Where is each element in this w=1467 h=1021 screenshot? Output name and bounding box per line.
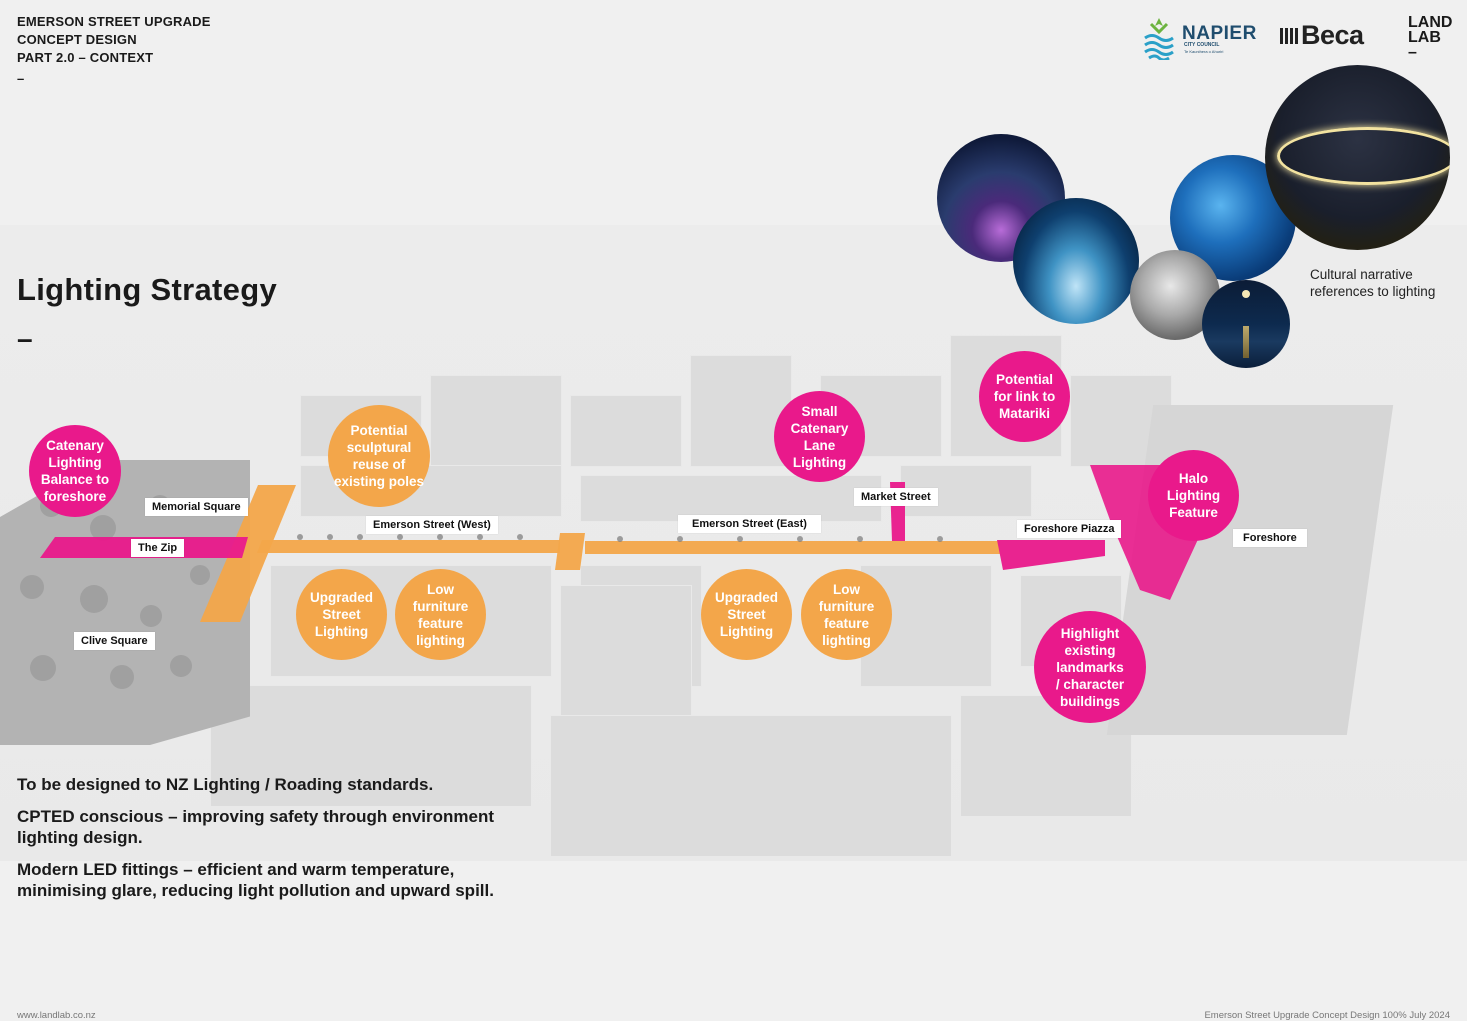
header-design-stage: CONCEPT DESIGN	[17, 32, 137, 47]
landlab-logo: LAND LAB –	[1408, 14, 1453, 61]
label-foreshore-piazza: Foreshore Piazza	[1017, 520, 1122, 538]
callout-low-furniture-west: Low furniture feature lighting	[395, 569, 486, 660]
footer-website: www.landlab.co.nz	[17, 1010, 96, 1021]
callout-highlight-landmarks: Highlight existing landmarks / character…	[1034, 611, 1146, 723]
header-project-name: EMERSON STREET UPGRADE	[17, 14, 211, 29]
moon-dot-icon	[1242, 290, 1250, 298]
label-emerson-west: Emerson Street (West)	[366, 516, 498, 534]
halo-ring-photo	[1265, 65, 1450, 250]
landlab-line1: LAND	[1408, 14, 1453, 31]
callout-upgraded-street-west: Upgraded Street Lighting	[296, 569, 387, 660]
label-memorial-square: Memorial Square	[145, 498, 248, 516]
note-cpted: CPTED conscious – improving safety throu…	[17, 807, 495, 847]
callout-low-furniture-east: Low furniture feature lighting	[801, 569, 892, 660]
landlab-line2: LAB	[1408, 29, 1441, 46]
title-dash: –	[17, 323, 33, 354]
label-the-zip: The Zip	[131, 539, 185, 557]
page-title: Lighting Strategy	[17, 272, 277, 307]
note-led: Modern LED fittings – efficient and warm…	[17, 860, 494, 900]
halo-ring-icon	[1277, 127, 1450, 185]
napier-sub2: Te Kaunihera o Ahuriri	[1184, 49, 1224, 54]
label-emerson-east: Emerson Street (East)	[678, 515, 821, 533]
landlab-dash: –	[1408, 44, 1417, 61]
label-clive-square: Clive Square	[74, 632, 155, 650]
napier-logo: NAPIER CITY COUNCIL Te Kaunihera o Ahuri…	[1143, 16, 1256, 62]
note-standards: To be designed to NZ Lighting / Roading …	[17, 775, 434, 794]
foreshore-piazza-zone	[997, 540, 1105, 570]
callout-sculptural-poles: Potential sculptural reuse of existing p…	[328, 405, 430, 507]
beca-name: Beca	[1301, 20, 1364, 50]
emerson-west-street	[257, 540, 560, 553]
header-part: PART 2.0 – CONTEXT	[17, 50, 154, 65]
emerson-junction	[555, 533, 585, 570]
underwater-light-photo	[1013, 198, 1139, 324]
memorial-square-zone	[200, 485, 296, 622]
callout-catenary-lighting: Catenary Lighting Balance to foreshore	[29, 425, 121, 517]
callout-small-catenary-lane: Small Catenary Lane Lighting	[774, 391, 865, 482]
cultural-caption: Cultural narrative references to lightin…	[1310, 267, 1436, 299]
footer-project-info: Emerson Street Upgrade Concept Design 10…	[1204, 1010, 1450, 1021]
napier-sub: CITY COUNCIL	[1184, 42, 1220, 48]
beca-mark-icon	[1280, 28, 1298, 44]
label-market-street: Market Street	[854, 488, 938, 506]
header-dash: –	[17, 71, 25, 86]
callout-upgraded-street-east: Upgraded Street Lighting	[701, 569, 792, 660]
napier-wave-icon	[1144, 18, 1174, 60]
moon-over-sea-photo	[1202, 280, 1290, 368]
emerson-east-street	[585, 541, 1000, 554]
callout-matariki-link: Potential for link to Matariki	[979, 351, 1070, 442]
napier-name: NAPIER	[1182, 23, 1257, 44]
label-foreshore: Foreshore	[1233, 529, 1307, 547]
moon-reflection-icon	[1243, 326, 1249, 358]
callout-halo-lighting: Halo Lighting Feature	[1148, 450, 1239, 541]
